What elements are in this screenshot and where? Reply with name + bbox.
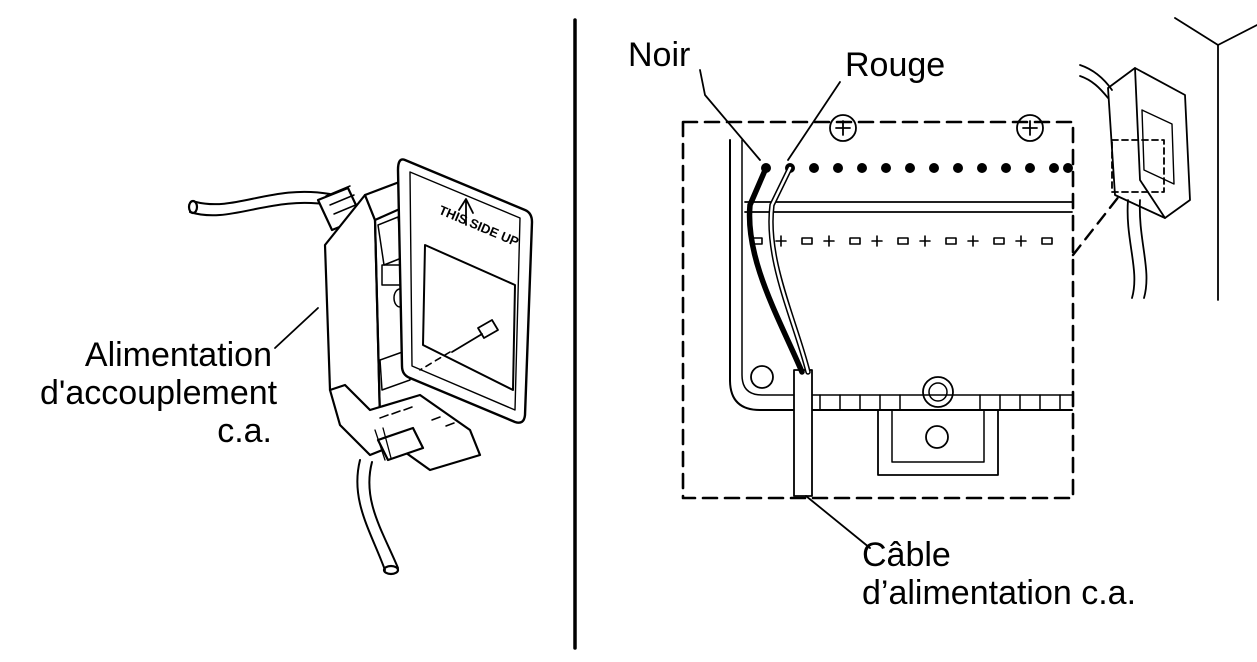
ac-power-cable (793, 369, 813, 497)
terminal-dots (761, 163, 1073, 173)
power-supply-label: Alimentation d'accouplement c.a. (40, 336, 278, 450)
red-wire-label: Rouge (845, 46, 946, 84)
black-wire (746, 165, 805, 375)
wall-context (1071, 17, 1257, 301)
detail-frame (681, 120, 1075, 500)
screw-icon (451, 319, 499, 353)
power-supply-unit (187, 158, 534, 576)
black-wire-leader (699, 69, 761, 161)
power-cable-label: Câble d’alimentation c.a. (862, 536, 1137, 612)
power-cable-leader (805, 495, 871, 549)
connector-slots (751, 235, 1053, 247)
black-wire-label: Noir (628, 36, 691, 74)
arrow-up-icon (458, 198, 474, 226)
screw-icon (829, 114, 1044, 142)
power-supply-leader (274, 307, 319, 349)
red-wire-leader (787, 81, 841, 161)
